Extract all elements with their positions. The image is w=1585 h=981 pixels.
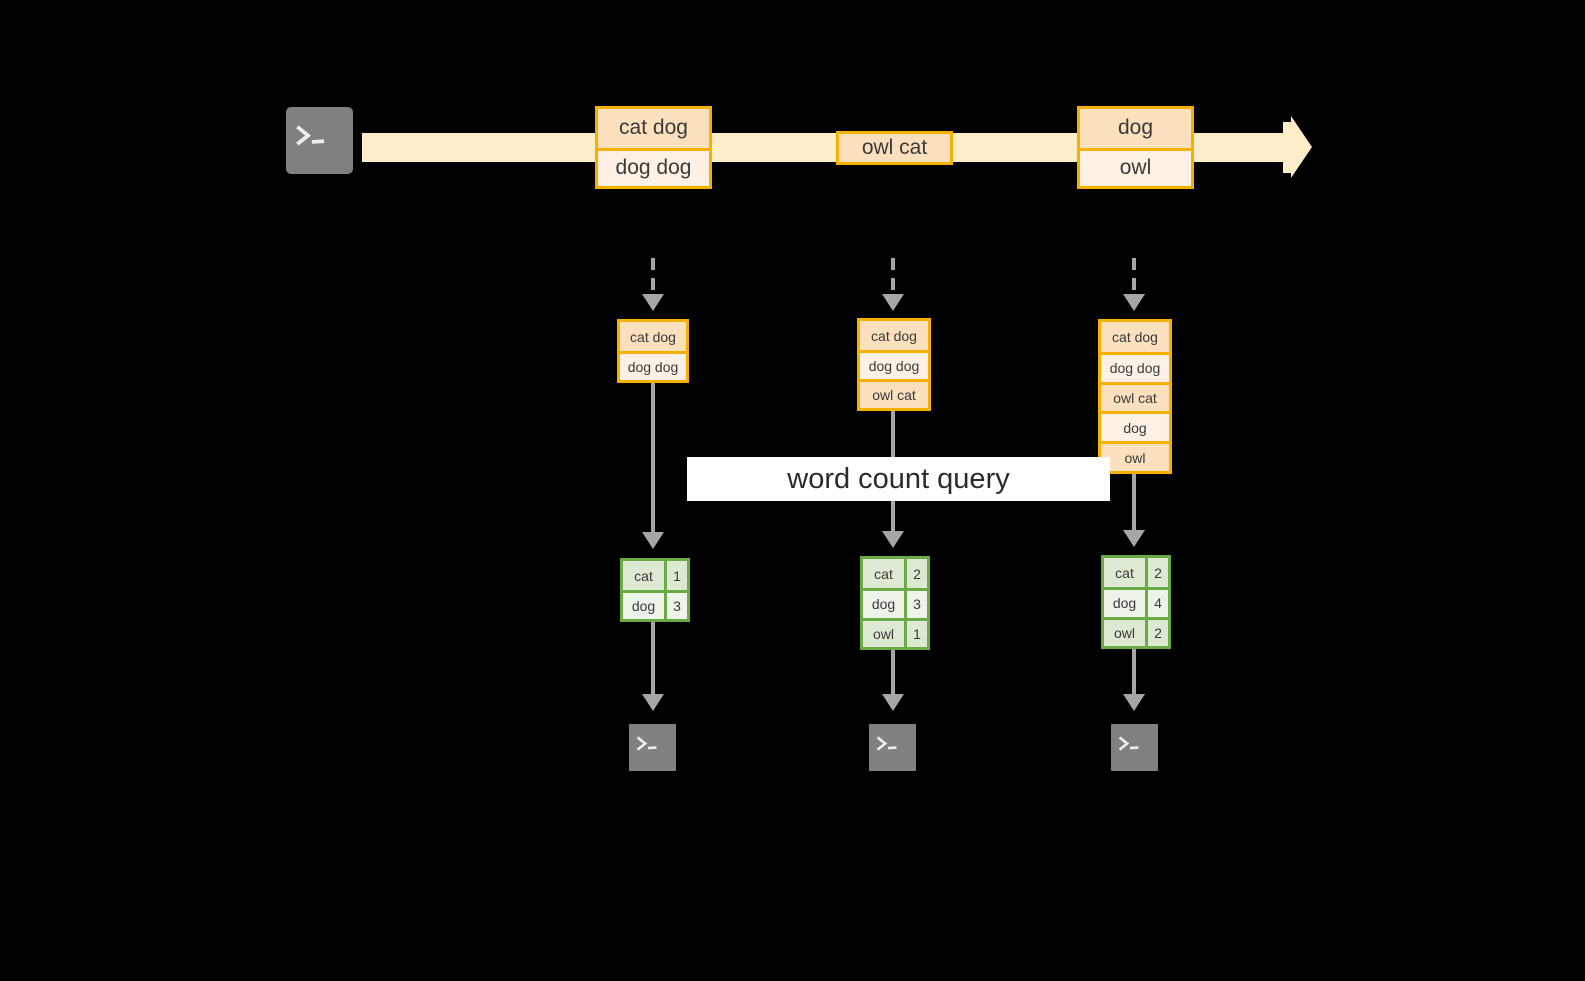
terminal-prompt-icon (296, 125, 325, 146)
snapshot-1-result-table: cat 1 dog 3 (620, 558, 690, 622)
snapshot-3-result-table: cat 2 dog 4 owl 2 (1101, 555, 1171, 649)
terminal-prompt-icon (1118, 736, 1139, 752)
snapshot-1-input-stack: cat dog dog dog (617, 319, 689, 383)
table-row: owl 1 (863, 617, 927, 647)
snapshot-3-result-count-3: 2 (1148, 619, 1168, 646)
snapshot-3-query-arrow-line (1132, 474, 1136, 532)
snapshot-3-sink-arrow-head-icon (1123, 694, 1145, 711)
snapshot-3-input-line-4: dog (1101, 411, 1169, 442)
snapshot-3-input-line-3: owl cat (1101, 381, 1169, 412)
snapshot-1-query-arrow-line (651, 383, 655, 534)
snapshot-1-result-word-1: cat (623, 561, 667, 590)
stream-event-1-line-2: dog dog (598, 147, 709, 186)
stream-event-1-line-1: cat dog (598, 109, 709, 148)
word-count-query-label: word count query (687, 457, 1110, 501)
stream-event-2-line-1: owl cat (839, 134, 950, 162)
stream-event-1: cat dog dog dog (595, 106, 712, 189)
table-row: dog 4 (1104, 587, 1168, 617)
snapshot-2-result-count-3: 1 (907, 620, 927, 647)
terminal-prompt-icon (876, 736, 897, 752)
stream-arrow-head-icon (1291, 116, 1312, 178)
stream-event-3: dog owl (1077, 106, 1194, 189)
snapshot-1-query-arrow-head-icon (642, 532, 664, 549)
snapshot-1-input-line-2: dog dog (620, 351, 686, 380)
stream-event-2: owl cat (836, 131, 953, 165)
snapshot-2-sink-arrow-line (891, 650, 895, 696)
stream-event-3-line-1: dog (1080, 109, 1191, 148)
snapshot-2-query-arrow-head-icon (882, 531, 904, 548)
snapshot-3-result-word-2: dog (1104, 590, 1148, 617)
snapshot-1-result-count-2: 3 (667, 593, 687, 619)
snapshot-2-result-count-1: 2 (907, 559, 927, 589)
snapshot-3-query-arrow-head-icon (1123, 530, 1145, 547)
snapshot-3-capture-arrow-head-icon (1123, 294, 1145, 311)
table-row: dog 3 (623, 590, 687, 619)
table-row: cat 2 (863, 559, 927, 589)
snapshot-3-result-count-2: 4 (1148, 590, 1168, 617)
table-row: cat 2 (1104, 558, 1168, 588)
snapshot-1-sink-arrow-line (651, 622, 655, 696)
snapshot-3-sink-arrow-line (1132, 649, 1136, 696)
snapshot-1-sink-terminal-icon (620, 715, 685, 780)
stream-arrow-shaft-widen (1283, 122, 1292, 173)
snapshot-3-capture-arrow-line (1132, 258, 1136, 296)
snapshot-1-capture-arrow-line (651, 258, 655, 296)
snapshot-1-sink-arrow-head-icon (642, 694, 664, 711)
table-row: owl 2 (1104, 616, 1168, 646)
snapshot-3-input-line-5: owl (1101, 441, 1169, 471)
snapshot-2-sink-terminal-icon (860, 715, 925, 780)
snapshot-2-result-count-2: 3 (907, 591, 927, 618)
snapshot-3-input-line-2: dog dog (1101, 351, 1169, 382)
snapshot-2-result-word-2: dog (863, 591, 907, 618)
snapshot-1-result-count-1: 1 (667, 561, 687, 590)
snapshot-2-input-line-2: dog dog (860, 350, 928, 379)
snapshot-1-result-word-2: dog (623, 593, 667, 619)
snapshot-3-input-stack: cat dog dog dog owl cat dog owl (1098, 319, 1172, 474)
snapshot-2-capture-arrow-line (891, 258, 895, 296)
snapshot-2-result-word-1: cat (863, 559, 907, 589)
snapshot-1-capture-arrow-head-icon (642, 294, 664, 311)
snapshot-2-sink-arrow-head-icon (882, 694, 904, 711)
snapshot-2-input-stack: cat dog dog dog owl cat (857, 318, 931, 411)
snapshot-3-result-count-1: 2 (1148, 558, 1168, 588)
snapshot-3-result-word-3: owl (1104, 619, 1148, 646)
source-terminal-icon (277, 98, 362, 183)
snapshot-3-result-word-1: cat (1104, 558, 1148, 588)
terminal-prompt-icon (636, 736, 657, 752)
snapshot-3-sink-terminal-icon (1102, 715, 1167, 780)
snapshot-3-input-line-1: cat dog (1101, 322, 1169, 352)
snapshot-2-result-word-3: owl (863, 620, 907, 647)
snapshot-2-input-line-1: cat dog (860, 321, 928, 350)
snapshot-2-input-line-3: owl cat (860, 378, 928, 408)
snapshot-1-input-line-1: cat dog (620, 322, 686, 351)
stream-event-3-line-2: owl (1080, 147, 1191, 186)
snapshot-2-result-table: cat 2 dog 3 owl 1 (860, 556, 930, 650)
table-row: cat 1 (623, 561, 687, 590)
snapshot-2-capture-arrow-head-icon (882, 294, 904, 311)
table-row: dog 3 (863, 588, 927, 618)
